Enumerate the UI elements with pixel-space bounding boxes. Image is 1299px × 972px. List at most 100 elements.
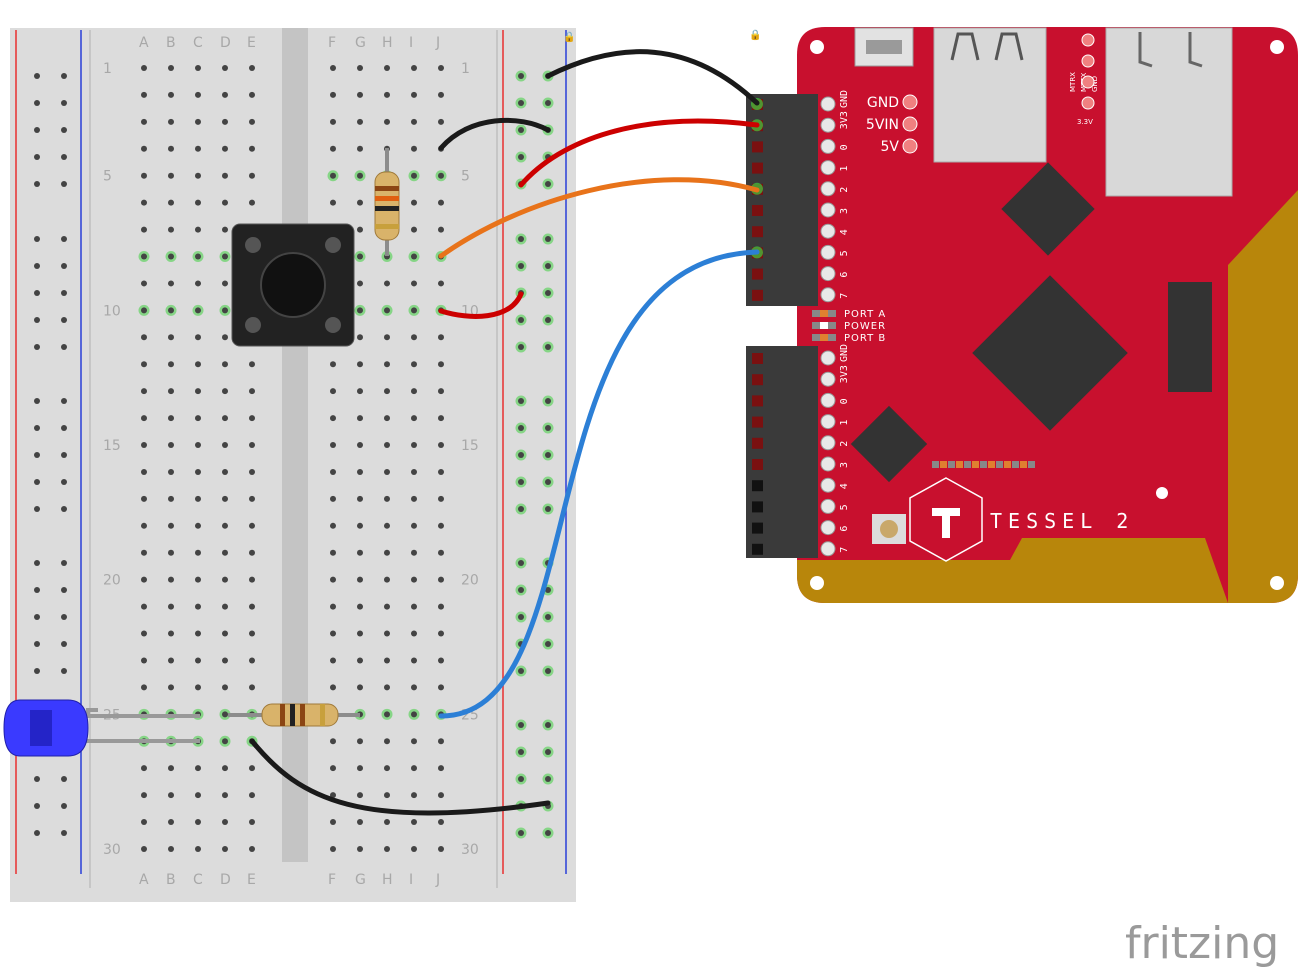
breadboard-hole (438, 226, 444, 233)
rail-hole (545, 614, 551, 620)
status-led (1028, 461, 1035, 468)
breadboard-hole (141, 522, 147, 529)
resistor-band (375, 224, 399, 229)
header-socket (752, 437, 763, 449)
breadboard-hole (249, 684, 255, 691)
breadboard-hole (222, 442, 228, 449)
breadboard-hole (168, 361, 174, 368)
breadboard-hole (384, 765, 390, 772)
breadboard-hole (411, 684, 417, 691)
breadboard-hole (249, 91, 255, 98)
header-socket (752, 543, 763, 555)
breadboard-hole (141, 845, 147, 852)
tessel-gold-right (1228, 190, 1298, 603)
breadboard: AABBCCDDEEFFGGHHIIJJ11551010151520202525… (10, 28, 576, 902)
breadboard-hole (168, 765, 174, 772)
rail-hole (518, 722, 524, 728)
breadboard-hole (330, 576, 336, 583)
header-socket (752, 268, 763, 280)
rail-hole (518, 263, 524, 269)
breadboard-hole (168, 199, 174, 206)
rail-hole (34, 290, 40, 296)
voltage-label: 3.3V (1077, 118, 1093, 126)
column-letter-top: J (435, 35, 440, 51)
rail-hole (518, 236, 524, 242)
pin-label: 0 (839, 144, 850, 150)
breadboard-hole (195, 253, 201, 260)
legend-label: PORT A (844, 309, 886, 320)
rail-hole (518, 587, 524, 593)
breadboard-hole (249, 522, 255, 529)
breadboard-hole (195, 845, 201, 852)
pushbutton-cap[interactable] (260, 252, 326, 318)
status-led (956, 461, 963, 468)
pin-pad (820, 456, 836, 472)
breadboard-hole (249, 199, 255, 206)
rail-hole (34, 614, 40, 620)
mtrx-pin-pad (1081, 33, 1095, 47)
rail-hole (518, 317, 524, 323)
column-letter-top: C (193, 35, 203, 51)
breadboard-hole (222, 172, 228, 179)
breadboard-hole (195, 442, 201, 449)
breadboard-hole (357, 65, 363, 71)
rail-hole (61, 73, 67, 79)
usb-a-contacts (950, 32, 1024, 61)
breadboard-hole (438, 495, 444, 502)
breadboard-hole (357, 765, 363, 772)
reset-button-cap[interactable] (880, 520, 898, 538)
breadboard-hole (168, 307, 174, 314)
lock-icon: 🔒 (749, 29, 761, 41)
breadboard-hole (330, 738, 336, 745)
legend-led (812, 310, 820, 317)
pushbutton-screw (325, 317, 341, 333)
breadboard-hole (411, 145, 417, 152)
breadboard-hole (330, 468, 336, 475)
breadboard-hole (141, 819, 147, 826)
rail-hole (61, 100, 67, 106)
breadboard-hole (438, 65, 444, 71)
breadboard-hole (330, 415, 336, 422)
breadboard-hole (411, 792, 417, 799)
breadboard-hole (249, 657, 255, 664)
breadboard-hole (411, 334, 417, 341)
breadboard-hole (438, 845, 444, 852)
breadboard-hole (222, 819, 228, 826)
breadboard-hole (141, 495, 147, 502)
rail-hole (34, 776, 40, 782)
breadboard-hole (384, 603, 390, 610)
rail-hole (61, 668, 67, 674)
chip (1001, 162, 1095, 256)
breadboard-hole (222, 145, 228, 152)
power-pin-pad (902, 138, 918, 154)
rail-hole (34, 668, 40, 674)
breadboard-hole (330, 630, 336, 637)
breadboard-hole (195, 657, 201, 664)
legend-led (820, 334, 828, 341)
legend-led (820, 322, 828, 329)
mount-hole (810, 576, 824, 590)
breadboard-hole (222, 388, 228, 395)
column-letter-top: F (328, 35, 336, 51)
breadboard-hole (384, 307, 390, 314)
pushbutton-screw (245, 237, 261, 253)
breadboard-hole (438, 91, 444, 98)
breadboard-hole (357, 388, 363, 395)
status-led (996, 461, 1003, 468)
breadboard-hole (168, 522, 174, 529)
breadboard-hole (330, 388, 336, 395)
breadboard-hole (222, 684, 228, 691)
mtrx-pin-pad (1081, 75, 1095, 89)
column-letter-bottom: B (166, 872, 176, 888)
breadboard-hole (168, 65, 174, 71)
column-letter-top: A (139, 35, 149, 51)
breadboard-hole (330, 91, 336, 98)
breadboard-hole (222, 845, 228, 852)
breadboard-hole (141, 145, 147, 152)
breadboard-hole (357, 334, 363, 341)
rail-hole (34, 452, 40, 458)
breadboard-hole (411, 361, 417, 368)
breadboard-hole (384, 630, 390, 637)
mount-hole (1270, 40, 1284, 54)
